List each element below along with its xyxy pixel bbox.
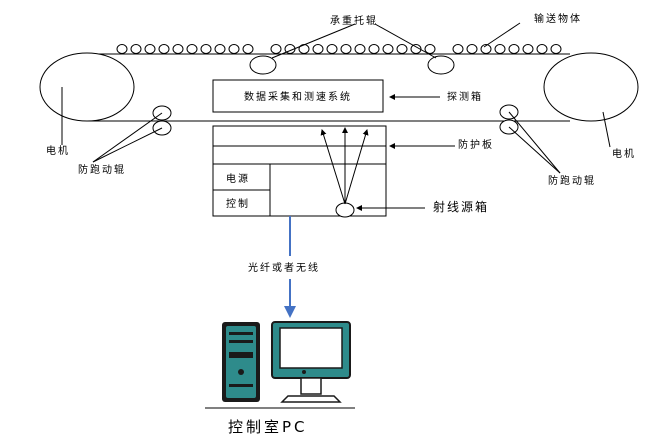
- conveyed-object: [312, 44, 324, 54]
- conveyed-object: [214, 44, 226, 54]
- conveyed-object: [550, 44, 562, 54]
- conveyed-object: [424, 44, 436, 54]
- power-supply-label: 电源: [226, 172, 250, 185]
- conveyed-object: [494, 44, 506, 54]
- conveyed-object: [144, 44, 156, 54]
- conveyed-object: [186, 44, 198, 54]
- conveyed-object: [158, 44, 170, 54]
- conveyed-object: [410, 44, 422, 54]
- conveyed-object: [466, 44, 478, 54]
- conveyed-object: [368, 44, 380, 54]
- shield-plate-label: 防护板: [458, 138, 494, 151]
- motor-left-label: 电机: [46, 144, 70, 157]
- conveyed-object: [200, 44, 212, 54]
- conveyed-object: [242, 44, 254, 54]
- conveyed-object: [508, 44, 520, 54]
- control-label: 控制: [226, 197, 250, 210]
- conveyed-object: [480, 44, 492, 54]
- conveyed-object: [130, 44, 142, 54]
- ray-source-box-label: 射线源箱: [433, 199, 489, 214]
- conveyed-object: [354, 44, 366, 54]
- conveyed-object: [522, 44, 534, 54]
- conveyed-object: [116, 44, 128, 54]
- left-drive-pulley: [39, 52, 135, 122]
- idler-roller-right: [427, 55, 455, 75]
- control-room-pc-label: 控制室PC: [228, 418, 308, 436]
- anti-run-roller-right-label: 防跑动辊: [548, 174, 596, 187]
- conveyed-object: [452, 44, 464, 54]
- ray-beams: [320, 127, 369, 205]
- conveyed-object: [270, 44, 282, 54]
- conveyed-object: [228, 44, 240, 54]
- data-system-label: 数据采集和测速系统: [244, 90, 352, 103]
- idler-roller-label: 承重托辊: [330, 14, 378, 27]
- conveyed-object: [326, 44, 338, 54]
- callout-lines: [61, 22, 611, 174]
- conveyed-object: [340, 44, 352, 54]
- conveyor-belt: [87, 53, 570, 122]
- conveyed-object: [536, 44, 548, 54]
- computer-tower-icon: [222, 322, 260, 402]
- detector-box-label: 探测箱: [447, 90, 483, 103]
- right-drive-pulley: [543, 52, 639, 122]
- monitor-icon: [271, 321, 351, 403]
- conveyed-object: [172, 44, 184, 54]
- link-type-label: 光纤或者无线: [248, 261, 320, 274]
- data-system-box: [212, 79, 384, 113]
- conveyed-objects: [116, 44, 562, 54]
- conveyed-object: [396, 44, 408, 54]
- source-enclosure: [212, 125, 387, 217]
- conveyed-object: [382, 44, 394, 54]
- motor-right-label: 电机: [612, 147, 636, 160]
- idler-roller-left: [249, 55, 277, 75]
- anti-run-roller-left-label: 防跑动辊: [78, 163, 126, 176]
- ray-source: [335, 202, 355, 218]
- conveyed-object-label: 输送物体: [534, 12, 582, 25]
